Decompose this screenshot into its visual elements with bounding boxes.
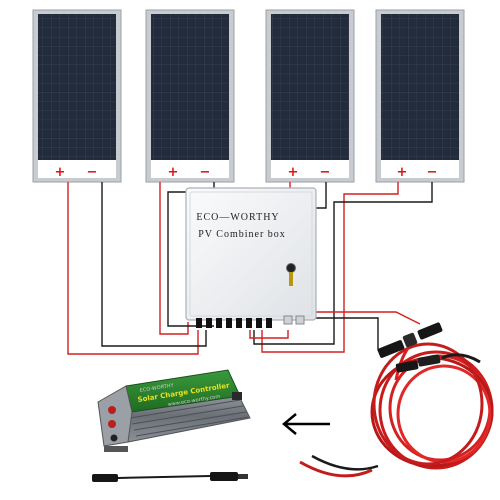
wire-positive-panel-1 (67, 182, 199, 355)
wire-junction (249, 330, 289, 339)
positive-terminal-icon: + (397, 165, 408, 180)
negative-terminal-icon: − (320, 165, 331, 180)
mc4-connector-pair (377, 322, 443, 373)
combiner-brand-label: ECO—WORTHY (196, 212, 279, 223)
negative-terminal-icon: − (87, 165, 98, 180)
wire-positive-panel-2 (159, 182, 189, 335)
negative-terminal-icon: − (427, 165, 438, 180)
solar-panel-3: + − (265, 9, 355, 183)
wire-negative-panel-1 (101, 182, 207, 347)
extension-cable-coil (299, 342, 494, 478)
pv-combiner-box: ECO—WORTHY PV Combiner box (185, 187, 317, 328)
direction-arrow-icon (282, 413, 330, 435)
key-icon (289, 272, 293, 286)
key-lock-icon (286, 263, 296, 273)
wire-positive-panel-4 (261, 182, 399, 353)
mc4-adapter-cable (92, 472, 248, 482)
terminal-positive-icon (108, 406, 116, 414)
solar-panel-2: + − (145, 9, 235, 183)
solar-charge-controller: ECO-WORTHY Solar Charge Controller www.e… (97, 369, 251, 452)
wire-output-negative (299, 317, 387, 357)
combiner-connectors (196, 315, 305, 328)
negative-terminal-icon: − (200, 165, 211, 180)
terminal-negative-icon (110, 434, 118, 442)
wiring (67, 182, 433, 357)
positive-terminal-icon: + (168, 165, 179, 180)
solar-panel-4: + − (375, 9, 465, 183)
terminal-positive-icon (108, 420, 116, 428)
solar-panel-1: + − (32, 9, 122, 183)
controller-brand-label: ECO-WORTHY (139, 383, 175, 394)
wire-negative-panel-4 (253, 182, 433, 345)
positive-terminal-icon: + (288, 165, 299, 180)
positive-terminal-icon: + (55, 165, 66, 180)
combiner-name-label: PV Combiner box (198, 229, 286, 240)
